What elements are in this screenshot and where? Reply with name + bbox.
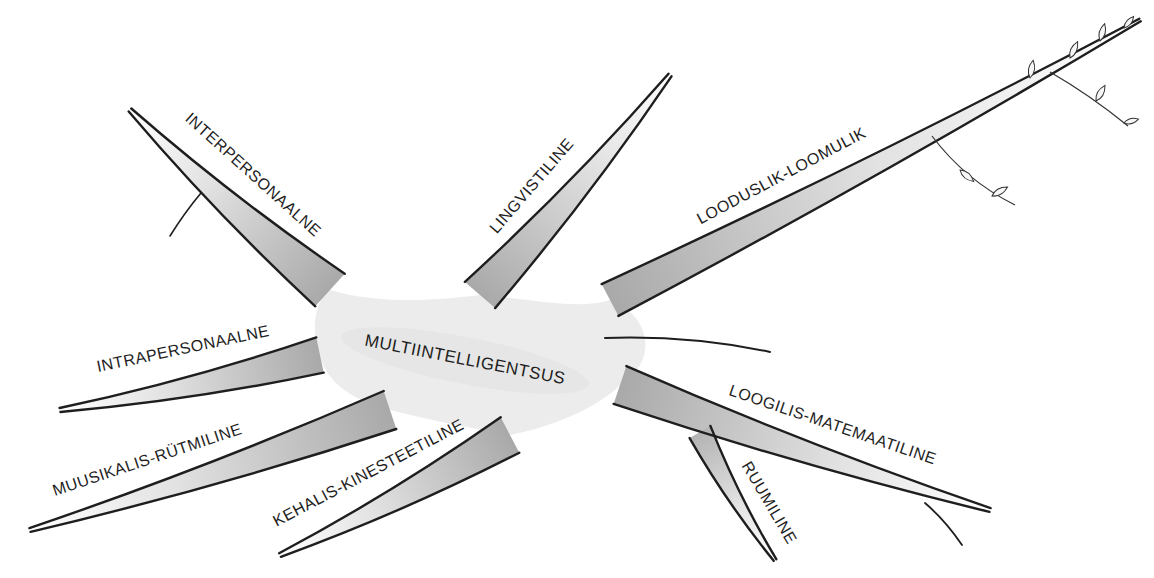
branch-edge xyxy=(131,109,344,274)
leaf xyxy=(1122,15,1135,30)
branch-outlines xyxy=(29,19,1140,561)
twig xyxy=(932,136,1015,205)
branch-edge xyxy=(602,19,1140,284)
twig xyxy=(1050,72,1128,126)
leaf xyxy=(1097,23,1107,42)
leaf xyxy=(1123,117,1139,126)
body-stroke xyxy=(925,503,962,545)
branch-fill xyxy=(614,366,991,512)
leaf xyxy=(1027,60,1036,79)
branch-fill xyxy=(279,417,519,557)
branch-edge xyxy=(465,74,669,282)
cell-body-fill xyxy=(337,313,593,407)
branch-label: RUUMILINE xyxy=(738,459,800,548)
leaves xyxy=(932,15,1139,205)
leaf xyxy=(958,168,976,184)
branch-fill xyxy=(129,109,345,307)
leaf xyxy=(991,184,1010,198)
branch-fills xyxy=(29,19,1140,561)
branch-fill xyxy=(602,19,1141,316)
branch-edge xyxy=(29,391,383,528)
branch-edge xyxy=(60,373,323,412)
body-stroke xyxy=(605,338,770,352)
branch-edge xyxy=(279,417,501,553)
branch-fill xyxy=(29,391,396,532)
leaf xyxy=(1067,40,1080,59)
branch-edge xyxy=(618,21,1140,316)
branch-edge xyxy=(626,366,990,508)
leaf xyxy=(1093,84,1107,103)
twig xyxy=(170,193,201,236)
